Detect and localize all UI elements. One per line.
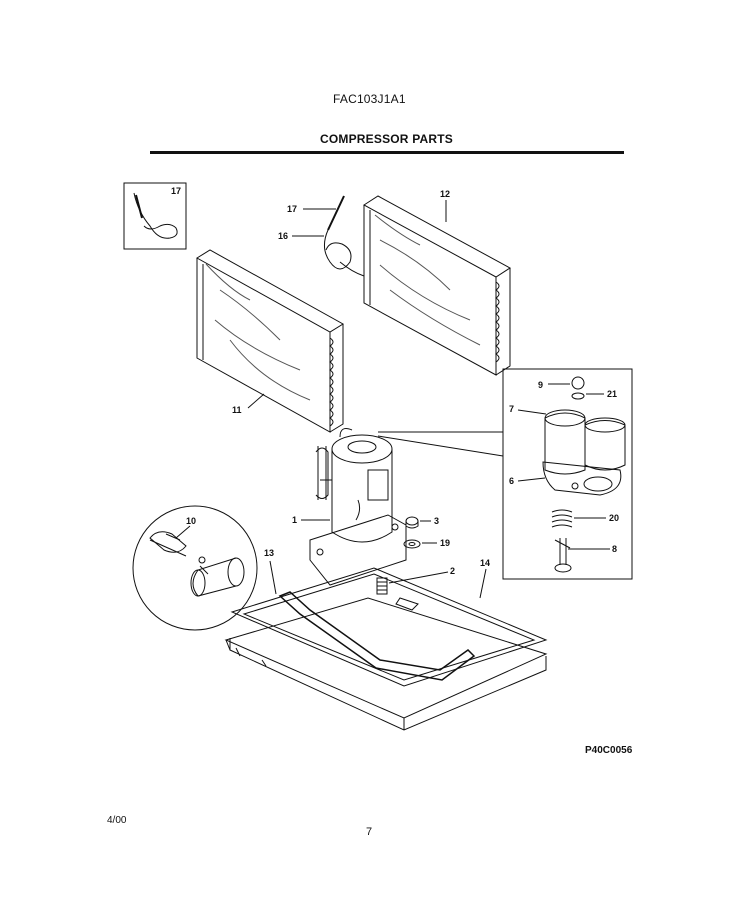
callout-12: 12 (440, 189, 450, 199)
callout-16: 16 (278, 231, 288, 241)
callout-10: 10 (186, 516, 196, 526)
callout-20: 20 (609, 513, 619, 523)
callout-3: 3 (434, 516, 439, 526)
inset-part-17 (123, 182, 187, 250)
revision-date: 4/00 (107, 815, 127, 826)
callout-9: 9 (538, 380, 543, 390)
inset-part-10 (132, 505, 258, 631)
callout-11: 11 (232, 405, 242, 415)
sensor-parts-16-17 (324, 195, 365, 277)
callout-17-inset: 17 (171, 186, 181, 196)
callout-7: 7 (509, 404, 514, 414)
coil-part-12 (363, 195, 511, 376)
base-pan-part-14 (224, 567, 548, 731)
callout-8: 8 (612, 544, 617, 554)
callout-14: 14 (480, 558, 490, 568)
figure-code: P40C0056 (585, 745, 633, 756)
callout-19: 19 (440, 538, 450, 548)
detail-box-overload (377, 368, 633, 580)
callout-13: 13 (264, 548, 274, 558)
callout-2: 2 (450, 566, 455, 576)
callout-17: 17 (287, 204, 297, 214)
page-title: COMPRESSOR PARTS (320, 132, 453, 146)
model-number: FAC103J1A1 (333, 92, 406, 106)
mount-parts (376, 516, 421, 595)
callout-6: 6 (509, 476, 514, 486)
bracket-part-13 (278, 591, 476, 681)
callout-1: 1 (292, 515, 297, 525)
compressor-part-1 (309, 428, 407, 586)
title-rule (150, 151, 624, 154)
coil-part-11 (196, 249, 344, 433)
page-number: 7 (366, 826, 373, 838)
callout-21: 21 (607, 389, 617, 399)
